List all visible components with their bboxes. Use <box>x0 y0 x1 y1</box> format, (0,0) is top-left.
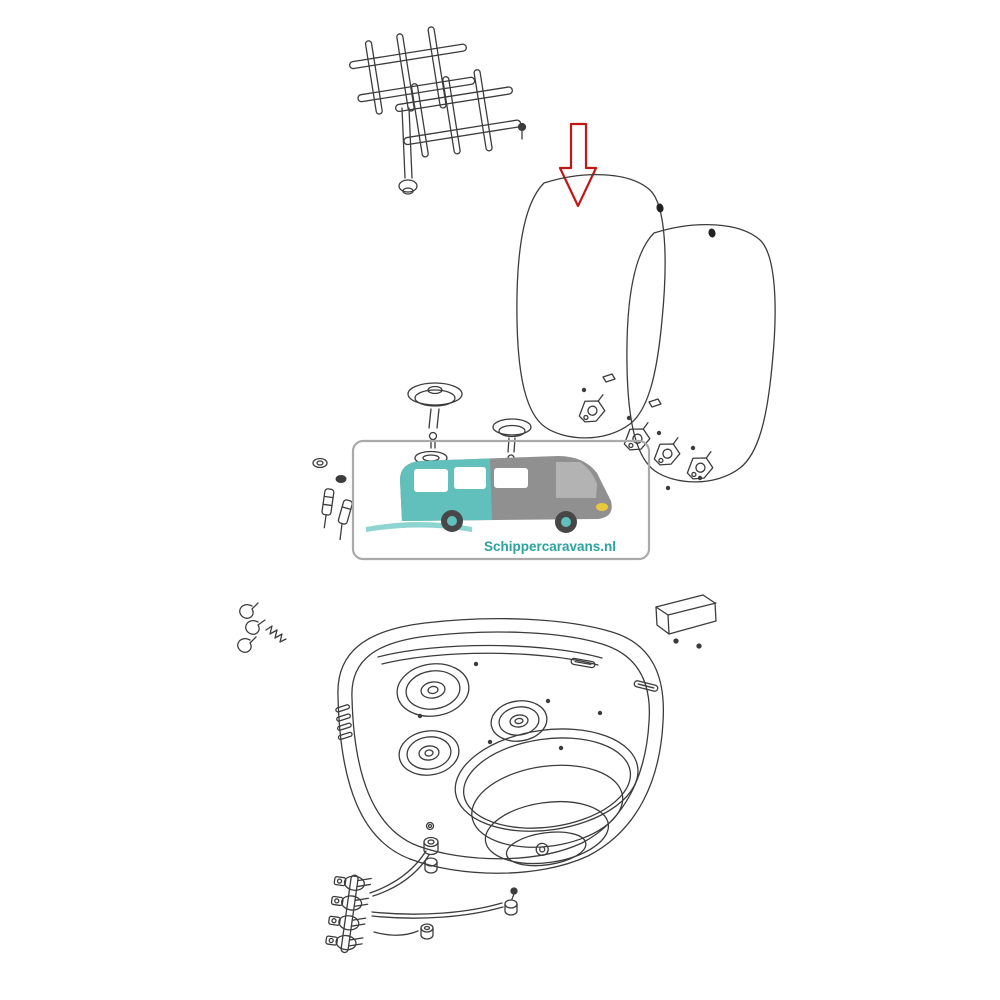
hex-nut-4 <box>420 923 434 940</box>
watermark-logo: Schippercaravans.nl <box>351 439 651 561</box>
deck-fold-line-2 <box>381 652 599 666</box>
caravan-window-3 <box>494 468 528 488</box>
lid-hinge-1 <box>578 394 606 423</box>
caravan-hub-front <box>561 517 571 527</box>
diagram-linework: Schippercaravans.nl <box>237 26 776 954</box>
caravan-hub-rear <box>447 516 457 526</box>
caravan-window-1 <box>414 469 448 492</box>
lid-hinge-4 <box>686 451 714 480</box>
support-stud <box>398 107 418 195</box>
hob-sink-basin <box>335 617 665 874</box>
pointer-arrow <box>558 122 598 208</box>
hinge-clip-1 <box>602 373 616 383</box>
side-louvers <box>335 704 353 741</box>
lid-bumper-1 <box>656 203 664 213</box>
gas-valve-1 <box>333 875 372 891</box>
hex-nut-1 <box>423 821 439 856</box>
burner-ring-top <box>396 663 470 717</box>
control-housing <box>655 594 717 649</box>
gas-valve-manifold <box>325 874 372 954</box>
rim-clip-2 <box>633 680 659 692</box>
lid-bumper-2 <box>708 228 716 238</box>
burner-ring-lower <box>398 730 460 776</box>
lid-hinge-2 <box>623 422 651 451</box>
igniter-electrode-1 <box>321 488 335 529</box>
hinge-screws <box>581 387 703 491</box>
pan-support-grid-lower <box>395 69 522 158</box>
sink-bowl <box>454 728 639 867</box>
basin-outer-rim <box>337 617 665 874</box>
basin-inner-rim <box>351 631 651 860</box>
gas-valve-2 <box>330 895 370 911</box>
pan-support-grid-upper <box>349 26 476 115</box>
hex-nut-3 <box>504 887 518 916</box>
watermark-frame <box>351 439 651 561</box>
caravan-windshield <box>556 462 597 498</box>
glass-lid-rear <box>626 224 776 483</box>
gas-valve-3 <box>328 915 367 931</box>
deck-screws <box>417 661 603 751</box>
hinge-clip-2 <box>648 398 662 408</box>
glass-lid-front <box>516 174 666 439</box>
rim-clip-1 <box>570 657 596 669</box>
lid-hinge-3 <box>653 437 681 466</box>
deck-fold-line-1 <box>377 644 603 659</box>
watermark-text: Schippercaravans.nl <box>484 539 616 554</box>
hex-nut-2 <box>424 857 438 874</box>
screw-small-top <box>517 122 527 140</box>
igniter-electrode-2 <box>337 499 353 541</box>
caravan-headlight <box>596 503 608 511</box>
caravan-window-2 <box>454 467 486 489</box>
small-ring <box>312 457 328 469</box>
gas-valve-4 <box>325 934 364 951</box>
spring-clips <box>237 602 287 653</box>
burner-cap-large <box>407 382 463 449</box>
small-cap <box>335 475 347 483</box>
burner-ring-right <box>490 700 548 742</box>
